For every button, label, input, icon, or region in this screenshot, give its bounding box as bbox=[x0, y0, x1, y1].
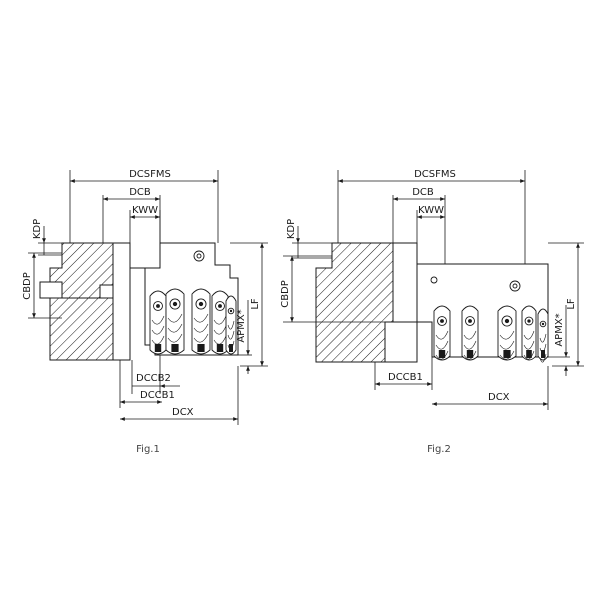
insert-pocket bbox=[225, 295, 237, 355]
insert-pocket bbox=[537, 308, 549, 363]
insert-pocket bbox=[521, 305, 537, 361]
dim-kdp: KDP bbox=[286, 219, 297, 239]
insert-pocket bbox=[461, 305, 479, 361]
insert-pocket bbox=[165, 288, 185, 355]
dim-dccb2: DCCB2 bbox=[136, 373, 171, 384]
dim-dcx: DCX bbox=[488, 392, 510, 403]
dim-cbdp: CBDP bbox=[280, 280, 291, 308]
coolant-hole-icon bbox=[430, 276, 438, 284]
section-hatch bbox=[315, 242, 394, 363]
bore-keyway bbox=[112, 242, 131, 361]
figure-2: DCSFMS DCB KWW KDP CBDP LF APMX* DCCB1 D… bbox=[280, 169, 584, 455]
dim-kww: KWW bbox=[132, 205, 158, 216]
dim-dccb1: DCCB1 bbox=[388, 372, 423, 383]
insert-row bbox=[433, 305, 549, 363]
figure-1: DCSFMS DCB KWW KDP CBDP LF APMX* DCCB2 bbox=[22, 169, 268, 455]
dim-apmx: APMX* bbox=[554, 313, 565, 346]
insert-pocket bbox=[497, 305, 517, 361]
dim-apmx: APMX* bbox=[236, 309, 247, 342]
dim-cbdp: CBDP bbox=[22, 272, 33, 300]
dim-kdp: KDP bbox=[32, 219, 43, 239]
dim-lf: LF bbox=[566, 298, 577, 310]
dim-dcb: DCB bbox=[129, 187, 151, 198]
insert-row bbox=[149, 288, 237, 355]
insert-pocket bbox=[433, 305, 451, 361]
dim-kww: KWW bbox=[418, 205, 444, 216]
insert-pocket bbox=[191, 288, 211, 355]
dim-dcsfms: DCSFMS bbox=[129, 169, 171, 180]
dim-lf: LF bbox=[250, 298, 261, 310]
dim-dcb: DCB bbox=[412, 187, 434, 198]
insert-pocket bbox=[149, 290, 167, 355]
figure-caption: Fig.1 bbox=[136, 444, 160, 455]
dim-dcx: DCX bbox=[172, 407, 194, 418]
figure-caption: Fig.2 bbox=[427, 444, 451, 455]
bore-keyway bbox=[392, 242, 418, 323]
dim-dcsfms: DCSFMS bbox=[414, 169, 456, 180]
dim-dccb1: DCCB1 bbox=[140, 390, 175, 401]
